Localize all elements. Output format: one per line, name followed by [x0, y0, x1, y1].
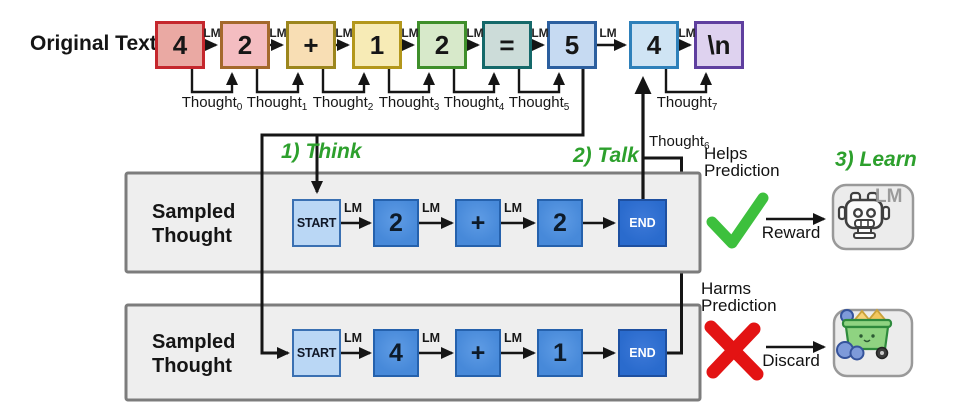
thought-brackets-group [190, 69, 712, 94]
thought-token-row1-1: 2 [373, 199, 419, 247]
thought-label-0: Thought0 [181, 94, 243, 113]
sampled-thought-title-1: Sampled Thought [152, 201, 236, 247]
row-arrows-group [341, 217, 616, 359]
original-text-label: Original Text [30, 32, 157, 55]
lm-label-row2-3: LM [504, 331, 523, 345]
lm-label-top-2: LM [269, 26, 287, 40]
thought-token-row2-1: 4 [373, 329, 419, 377]
discard-label: Discard [762, 351, 820, 370]
end-box-row1: END [618, 199, 667, 247]
lm-label-top-1: LM [203, 26, 221, 40]
token-box-4: 1 [352, 21, 402, 69]
token-box-6: = [482, 21, 532, 69]
end-box-row2: END [618, 329, 667, 377]
reward-label: Reward [761, 223, 821, 242]
token-box-1: 4 [155, 21, 205, 69]
lm-label-top-7: LM [599, 26, 617, 40]
thought-token-row2-2: + [455, 329, 501, 377]
token-box-8: 4 [629, 21, 679, 69]
thought-label-4: Thought4 [443, 94, 505, 113]
step-learn-label: 3) Learn [835, 148, 917, 171]
start-box-row2: START [292, 329, 341, 377]
robot-lm-icon [831, 183, 915, 251]
helps-prediction-label: Helps Prediction [704, 144, 780, 180]
token-box-9: \n [694, 21, 744, 69]
sampled-thought-title-2: Sampled Thought [152, 331, 236, 377]
lm-label-row1-1: LM [344, 201, 363, 215]
token-box-2: 2 [220, 21, 270, 69]
cross-icon [704, 320, 764, 381]
thought-label-7: Thought7 [656, 94, 718, 113]
think-path-line [260, 69, 585, 359]
thought-token-row1-3: 2 [537, 199, 583, 247]
thought-label-2: Thought2 [312, 94, 374, 113]
lm-label-row2-2: LM [422, 331, 441, 345]
lm-label-row1-3: LM [504, 201, 523, 215]
harms-prediction-label: Harms Prediction [701, 279, 777, 315]
step-talk-label: 2) Talk [573, 144, 639, 167]
talk-branch-line [643, 156, 683, 171]
lm-label-top-5: LM [466, 26, 484, 40]
lm-label-top-4: LM [401, 26, 419, 40]
thought-label-1: Thought1 [246, 94, 308, 113]
lm-label-row1-2: LM [422, 201, 441, 215]
lm-label-top-3: LM [335, 26, 353, 40]
lm-label-row2-1: LM [344, 331, 363, 345]
lm-label-top-8: LM [678, 26, 696, 40]
thought-label-6: Thought6 [649, 133, 710, 152]
token-box-7: 5 [547, 21, 597, 69]
start-box-row1: START [292, 199, 341, 247]
thought-token-row1-2: + [455, 199, 501, 247]
token-box-3: + [286, 21, 336, 69]
thought-token-row2-3: 1 [537, 329, 583, 377]
lm-label-top-6: LM [531, 26, 549, 40]
token-box-5: 2 [417, 21, 467, 69]
robot-lm-label: LM [875, 186, 903, 207]
thought-label-5: Thought5 [508, 94, 570, 113]
trash-cart-icon [832, 308, 914, 378]
checkmark-icon [706, 192, 769, 249]
thought-label-3: Thought3 [378, 94, 440, 113]
step-think-label: 1) Think [281, 140, 362, 163]
